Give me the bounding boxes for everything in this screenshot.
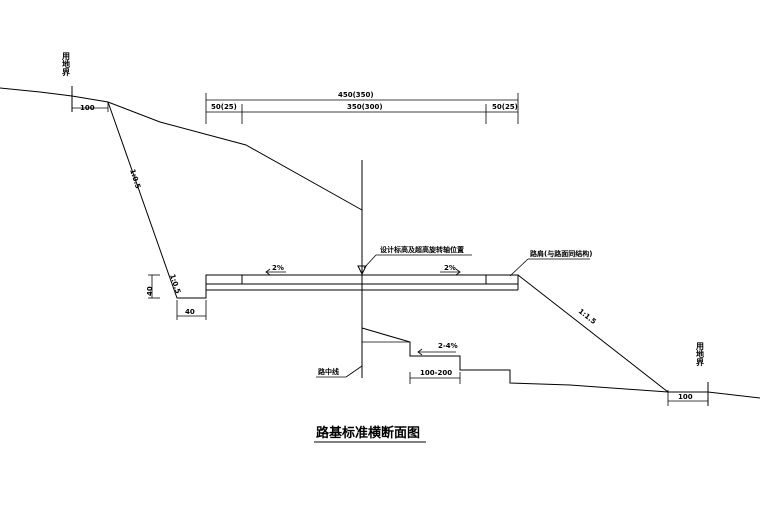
dim-right-shoulder-text: 50(25) bbox=[492, 103, 518, 111]
ditch-width-text: 40 bbox=[185, 308, 195, 316]
elevation-marker-triangle bbox=[357, 265, 367, 276]
crossfall-right-label: 2% bbox=[444, 264, 456, 272]
dim-left-shoulder-text: 50(25) bbox=[211, 103, 237, 111]
ground-line-left bbox=[0, 87, 363, 211]
step-slope-label: 2-4% bbox=[438, 342, 458, 350]
shoulder-note-label: 路肩(与路面同结构) bbox=[530, 249, 592, 258]
design-elevation-label: 设计标高及超高旋转轴位置 bbox=[380, 245, 464, 254]
fill-slope-right bbox=[517, 274, 760, 399]
dim-carriageway-text: 350(300) bbox=[347, 103, 383, 111]
step-width-text: 100-200 bbox=[420, 369, 452, 377]
ditch-depth-text: 40 bbox=[146, 286, 154, 296]
drawing-title: 路基标准横断面图 bbox=[316, 425, 420, 441]
dim-total-text: 450(350) bbox=[338, 91, 374, 99]
land-boundary-right-label: 用地界 bbox=[695, 342, 705, 367]
dim-100-left-text: 100 bbox=[80, 104, 95, 112]
slope-cut-upper-label: 1:0.5 bbox=[128, 168, 142, 190]
crossfall-left-label: 2% bbox=[272, 264, 284, 272]
dim-100-right-text: 100 bbox=[678, 393, 693, 401]
land-boundary-left-label: 用地界 bbox=[61, 52, 71, 77]
centerline-label: 路中线 bbox=[318, 367, 339, 376]
ground-steps bbox=[361, 327, 669, 393]
cut-slope-left bbox=[107, 101, 207, 299]
slope-cut-lower-label: 1:0.5 bbox=[168, 273, 182, 295]
